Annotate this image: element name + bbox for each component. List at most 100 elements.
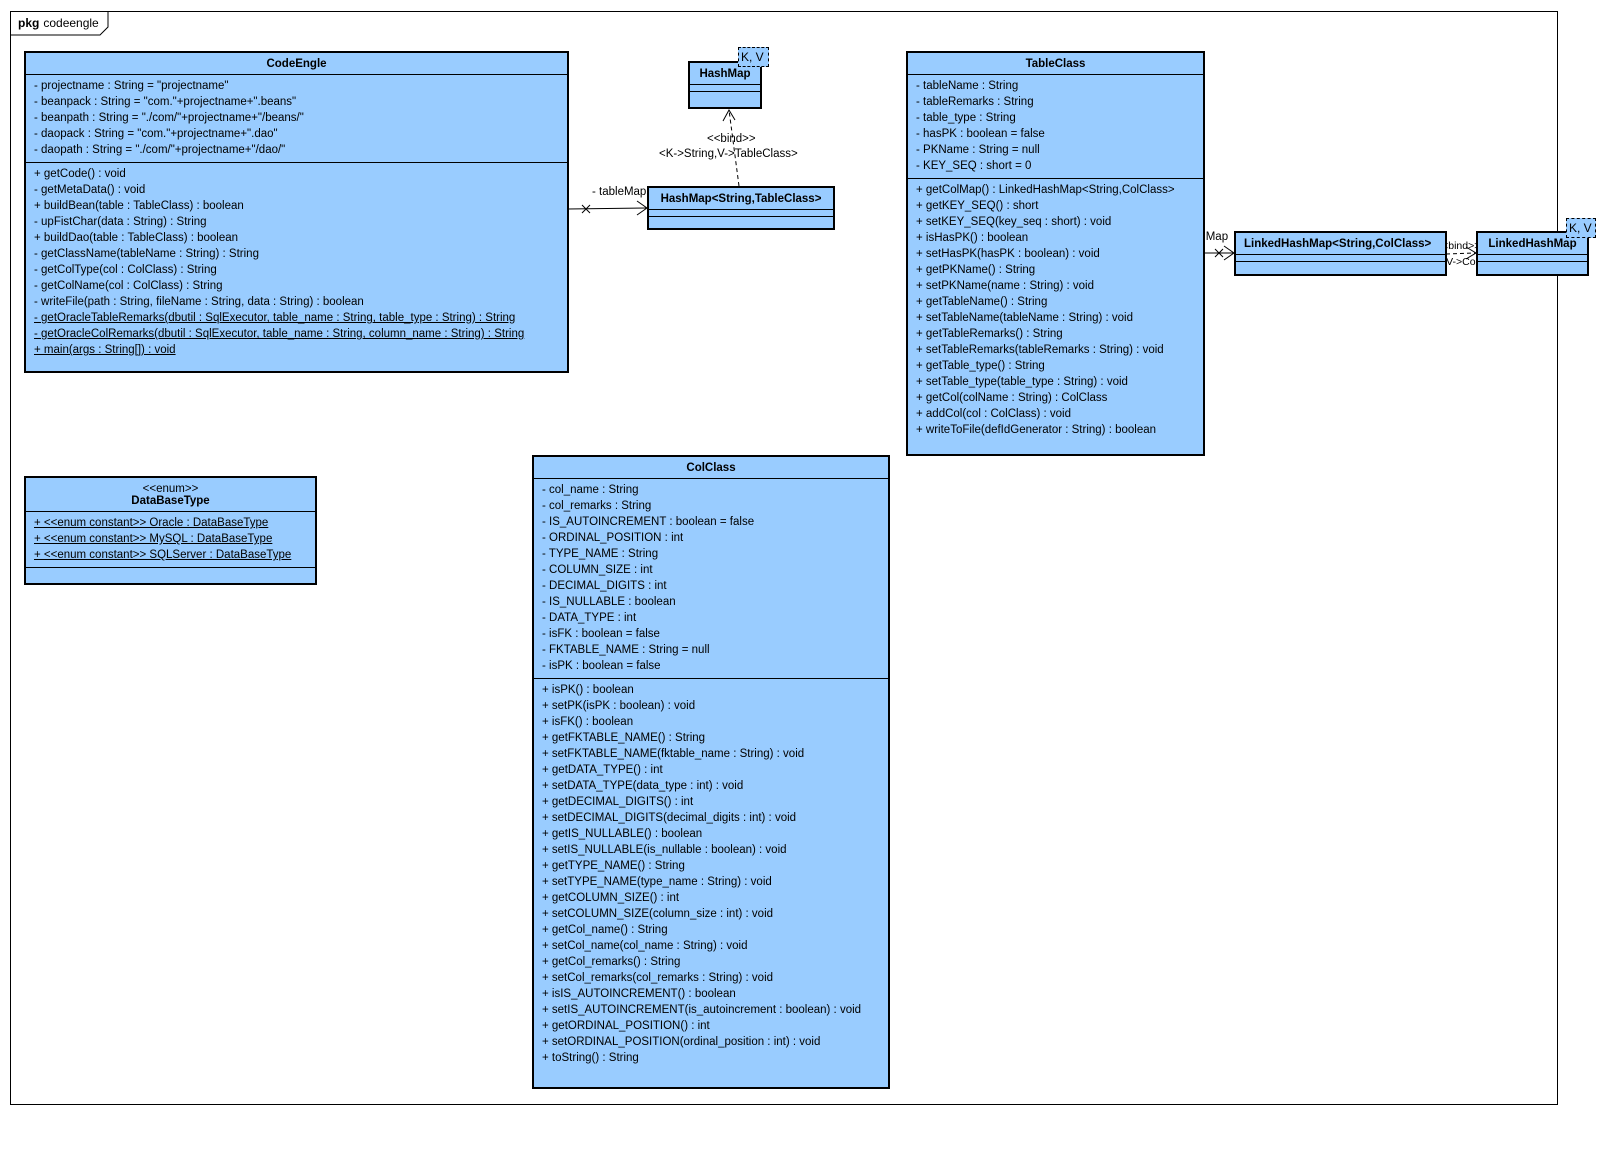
operation-row: - getClassName(tableName : String) : Str… — [34, 248, 259, 260]
operation-row: + isPK() : boolean — [542, 684, 634, 696]
operation-row: + setFKTABLE_NAME(fktable_name : String)… — [542, 748, 805, 760]
enum-databasetype-name: DataBaseType — [131, 495, 210, 507]
package-frame — [10, 11, 1558, 1105]
operation-row: + getCol_name() : String — [542, 924, 668, 936]
operation-row: - writeFile(path : String, fileName : St… — [34, 296, 364, 308]
attribute-row: - COLUMN_SIZE : int — [542, 564, 653, 576]
operation-row: + getORDINAL_POSITION() : int — [542, 1020, 710, 1032]
attribute-row: - DECIMAL_DIGITS : int — [542, 580, 667, 592]
operation-row: + getDECIMAL_DIGITS() : int — [542, 796, 694, 808]
class-linkedhashmap[interactable]: LinkedHashMap — [1476, 231, 1589, 276]
operation-row: + getCol(colName : String) : ColClass — [916, 392, 1108, 404]
operation-row: + setKEY_SEQ(key_seq : short) : void — [916, 216, 1112, 228]
operation-row: + getColMap() : LinkedHashMap<String,Col… — [916, 184, 1175, 196]
bind2-dependency-line — [1445, 252, 1477, 255]
operation-row: + setTableName(tableName : String) : voi… — [916, 312, 1134, 324]
attribute-row: - table_type : String — [916, 112, 1016, 124]
operation-row: - getOracleColRemarks(dbutil : SqlExecut… — [34, 328, 525, 340]
package-keyword: pkg — [18, 16, 40, 30]
operation-row: + getCol_remarks() : String — [542, 956, 681, 968]
class-hashmap[interactable]: HashMap — [688, 61, 762, 109]
class-linkedhashmap-bound[interactable]: LinkedHashMap<String,ColClass> — [1234, 231, 1447, 276]
attribute-row: - TYPE_NAME : String — [542, 548, 659, 560]
operation-row: + setIS_NULLABLE(is_nullable : boolean) … — [542, 844, 787, 856]
operation-row: + setPK(isPK : boolean) : void — [542, 700, 696, 712]
enum-literal-row: + <<enum constant>> Oracle : DataBaseTyp… — [34, 517, 269, 529]
operation-row: + setDECIMAL_DIGITS(decimal_digits : int… — [542, 812, 797, 824]
attribute-row: - daopack : String = "com."+projectname+… — [34, 128, 278, 140]
operation-row: + setORDINAL_POSITION(ordinal_position :… — [542, 1036, 821, 1048]
operation-row: + buildDao(table : TableClass) : boolean — [34, 232, 239, 244]
attribute-row: - hasPK : boolean = false — [916, 128, 1045, 140]
attribute-row: - isFK : boolean = false — [542, 628, 660, 640]
bind1-dependency-arrow — [722, 108, 736, 122]
class-hashmap-bound-operations — [649, 217, 833, 223]
package-tab-outline — [10, 11, 109, 36]
operation-row: + getKEY_SEQ() : short — [916, 200, 1039, 212]
attribute-row: - beanpack : String = "com."+projectname… — [34, 96, 297, 108]
operation-row: + getIS_NULLABLE() : boolean — [542, 828, 703, 840]
class-tableclass[interactable]: TableClass - tableName : String- tableRe… — [906, 51, 1205, 456]
operation-row: + toString() : String — [542, 1052, 639, 1064]
tablemap-association-line — [567, 207, 648, 210]
operation-row: - upFistChar(data : String) : String — [34, 216, 207, 228]
bind1-stereotype-label: <<bind>> — [707, 133, 756, 145]
attribute-row: - col_remarks : String — [542, 500, 652, 512]
operation-row: + main(args : String[]) : void — [34, 344, 176, 356]
operation-row: + getTableName() : String — [916, 296, 1048, 308]
tablemap-role-label: - tableMap — [592, 186, 647, 198]
class-linkedhashmap-bound-name: LinkedHashMap<String,ColClass> — [1244, 238, 1432, 250]
class-linkedhashmap-attributes — [1478, 255, 1587, 262]
class-hashmap-bound[interactable]: HashMap<String,TableClass> — [647, 186, 835, 230]
class-codeengle-name: CodeEngle — [266, 58, 327, 70]
operation-row: + getCOLUMN_SIZE() : int — [542, 892, 680, 904]
operation-row: + setHasPK(hasPK : boolean) : void — [916, 248, 1100, 260]
operation-row: + setCOLUMN_SIZE(column_size : int) : vo… — [542, 908, 774, 920]
class-linkedhashmap-name: LinkedHashMap — [1488, 238, 1577, 250]
class-hashmap-bound-name: HashMap<String,TableClass> — [660, 193, 822, 205]
class-hashmap-attributes — [690, 85, 760, 92]
operation-row: + getTable_type() : String — [916, 360, 1045, 372]
class-colclass-attributes: - col_name : String- col_remarks : Strin… — [534, 479, 888, 679]
operation-row: + setTable_type(table_type : String) : v… — [916, 376, 1128, 388]
attribute-row: - PKName : String = null — [916, 144, 1040, 156]
operation-row: + writeToFile(defIdGenerator : String) :… — [916, 424, 1157, 436]
operation-row: + setCol_name(col_name : String) : void — [542, 940, 748, 952]
class-colclass[interactable]: ColClass - col_name : String- col_remark… — [532, 455, 890, 1089]
class-hashmap-operations — [690, 92, 760, 98]
operation-row: + getTableRemarks() : String — [916, 328, 1063, 340]
bind1-dependency-line — [728, 109, 740, 187]
operation-row: + setTableRemarks(tableRemarks : String)… — [916, 344, 1164, 356]
operation-row: - getColType(col : ColClass) : String — [34, 264, 217, 276]
class-codeengle[interactable]: CodeEngle - projectname : String = "proj… — [24, 51, 569, 373]
operation-row: + isFK() : boolean — [542, 716, 634, 728]
tablemap-association-x-mark — [581, 204, 591, 214]
class-colclass-name: ColClass — [686, 462, 736, 474]
bind1-params-label: <K->String,V->TableClass> — [659, 148, 798, 160]
operation-row: + setDATA_TYPE(data_type : int) : void — [542, 780, 744, 792]
package-name: codeengle — [43, 16, 99, 30]
linkedhashmap-template-params: K, V — [1566, 218, 1596, 238]
class-hashmap-name: HashMap — [699, 68, 751, 80]
attribute-row: - DATA_TYPE : int — [542, 612, 637, 624]
enum-databasetype-literals: + <<enum constant>> Oracle : DataBaseTyp… — [26, 512, 315, 568]
attribute-row: - IS_NULLABLE : boolean — [542, 596, 676, 608]
class-tableclass-operations: + getColMap() : LinkedHashMap<String,Col… — [908, 179, 1203, 442]
class-linkedhashmap-bound-operations — [1236, 262, 1445, 268]
class-tableclass-attributes: - tableName : String- tableRemarks : Str… — [908, 75, 1203, 179]
operation-row: + setCol_remarks(col_remarks : String) :… — [542, 972, 774, 984]
attribute-row: - isPK : boolean = false — [542, 660, 661, 672]
class-codeengle-attributes: - projectname : String = "projectname"- … — [26, 75, 567, 163]
operation-row: + getDATA_TYPE() : int — [542, 764, 663, 776]
attribute-row: - tableName : String — [916, 80, 1019, 92]
enum-databasetype-stereotype: <<enum>> — [142, 483, 199, 495]
bind2-stereotype-label: <<bind>> — [1436, 240, 1481, 252]
operation-row: + setIS_AUTOINCREMENT(is_autoincrement :… — [542, 1004, 862, 1016]
operation-row: + setPKName(name : String) : void — [916, 280, 1095, 292]
operation-row: - getOracleTableRemarks(dbutil : SqlExec… — [34, 312, 516, 324]
enum-databasetype[interactable]: <<enum>> DataBaseType + <<enum constant>… — [24, 476, 317, 585]
operation-row: + getTYPE_NAME() : String — [542, 860, 685, 872]
class-linkedhashmap-operations — [1478, 262, 1587, 268]
operation-row: + getFKTABLE_NAME() : String — [542, 732, 706, 744]
operation-row: + getPKName() : String — [916, 264, 1036, 276]
